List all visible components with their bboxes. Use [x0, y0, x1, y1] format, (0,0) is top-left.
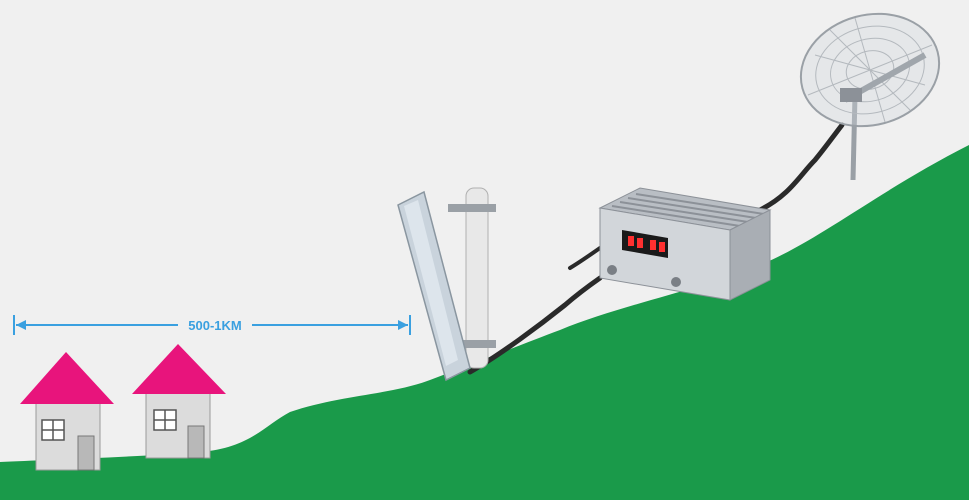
distance-indicator: 500-1KM [13, 315, 411, 335]
indoor-panel-antenna [397, 187, 496, 382]
antenna-mast [465, 187, 489, 369]
mast-clamp-top [448, 204, 496, 212]
repeater-unit [598, 187, 772, 301]
display-digits [628, 236, 665, 252]
distance-label: 500-1KM [188, 318, 241, 333]
repeater-side [729, 209, 771, 301]
house-1 [20, 352, 114, 471]
house-2-door [187, 425, 205, 459]
house-2-roof [132, 344, 226, 394]
grid-antenna-pole [850, 94, 858, 181]
dish-mount [840, 88, 862, 102]
mast-clamp-bottom [448, 340, 496, 348]
repeater-cooling-fins [611, 193, 765, 227]
distance-arrowhead-right [398, 320, 408, 330]
house-2-window [153, 409, 177, 431]
cable-panel-to-repeater [467, 275, 603, 375]
port-left [607, 265, 617, 275]
distance-arrowhead-left [16, 320, 26, 330]
outdoor-grid-antenna [799, 12, 941, 181]
house-1-roof [20, 352, 114, 404]
sector-panel-highlight [404, 200, 458, 366]
green-hill [0, 145, 969, 500]
grid-dish-mesh [807, 17, 933, 123]
house-1-door [77, 435, 95, 471]
port-right [671, 277, 681, 287]
cable-repeater-left-lead [568, 246, 602, 270]
house-1-window [41, 419, 65, 441]
house-2 [132, 344, 226, 459]
cable-repeater-to-grid [757, 122, 845, 213]
